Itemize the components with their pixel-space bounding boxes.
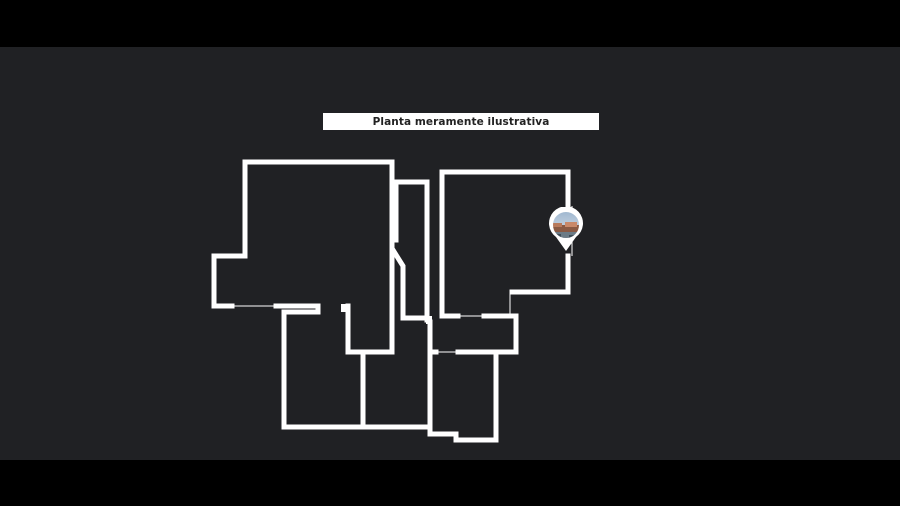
plan-disclaimer-label: Planta meramente ilustrativa: [323, 113, 599, 130]
wall-left-room: [211, 159, 395, 355]
column-small: [341, 304, 347, 312]
column-hall: [426, 316, 432, 324]
wall-right-lower: [427, 349, 499, 443]
photo-location-pin[interactable]: [547, 206, 585, 253]
photo-location-pin-icon[interactable]: [547, 206, 585, 253]
wall-hall: [427, 319, 519, 355]
wall-bedroom-left: [281, 303, 430, 430]
wall-corridor-inner: [389, 246, 430, 321]
wall-corridor: [389, 179, 430, 323]
wall-right-room: [439, 169, 571, 319]
wall-right-room-bottom: [439, 313, 519, 355]
